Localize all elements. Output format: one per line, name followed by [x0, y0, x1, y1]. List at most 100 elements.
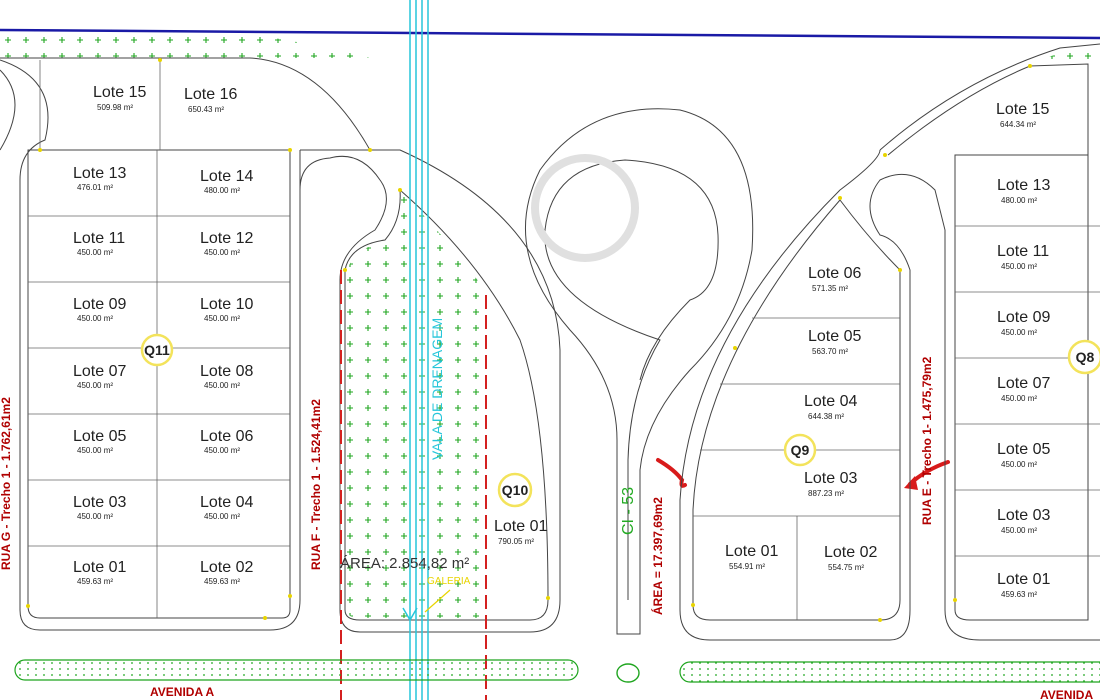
lot-name: Lote 04 [200, 494, 253, 511]
lot-name: Lote 04 [804, 393, 857, 410]
lot-area: 450.00 m² [1001, 460, 1037, 469]
lot-name: Lote 07 [73, 363, 126, 380]
street-label-rua-g: RUA G - Trecho 1 - 1.762,61m2 [0, 397, 13, 570]
lot-area: 650.43 m² [188, 105, 224, 114]
q11-lot-labels: Lote 15 509.98 m² Lote 16 650.43 m² Lote… [73, 84, 253, 586]
lot-name: Lote 01 [997, 571, 1050, 588]
lot-area: 480.00 m² [1001, 196, 1037, 205]
lot-name: Lote 08 [200, 363, 253, 380]
arrow-indicator-left [656, 458, 687, 488]
lot-area: 450.00 m² [204, 446, 240, 455]
lot-name: Lote 01 [494, 518, 547, 535]
lot-name: Lote 11 [997, 243, 1049, 260]
lot-name: Lote 15 [996, 101, 1049, 118]
lot-name: Lote 13 [73, 165, 126, 182]
lot-area: 450.00 m² [204, 314, 240, 323]
quadra-marker-q9: Q9 [783, 433, 817, 467]
gallery-leader [424, 589, 451, 613]
quadra-q11 [0, 57, 371, 631]
lot-area: 450.00 m² [204, 248, 240, 257]
lot-area: 644.34 m² [1000, 120, 1036, 129]
watermark-circle [531, 154, 639, 262]
lot-area: 450.00 m² [77, 512, 113, 521]
svg-text:Q9: Q9 [791, 442, 810, 458]
lot-area: 887.23 m² [808, 489, 844, 498]
lot-area: 476.01 m² [77, 183, 113, 192]
lot-name: Lote 09 [73, 296, 126, 313]
lot-name: Lote 14 [200, 168, 253, 185]
lot-area: 450.00 m² [1001, 394, 1037, 403]
lot-name: Lote 16 [184, 86, 237, 103]
lot-name: Lote 05 [73, 428, 126, 445]
lot-area: 554.91 m² [729, 562, 765, 571]
lot-area: 450.00 m² [204, 381, 240, 390]
lot-name: Lote 15 [93, 84, 146, 101]
lot-area: 554.75 m² [828, 563, 864, 572]
lot-area: 450.00 m² [1001, 262, 1037, 271]
street-label-avenida-right: AVENIDA [1040, 688, 1093, 700]
street-label-rua-e: RUA E - Trecho 1- 1.475,79m2 [920, 356, 934, 525]
lot-name: Lote 10 [200, 296, 253, 313]
lot-area: 790.05 m² [498, 537, 534, 546]
green-area-top [0, 34, 370, 58]
street-label-avenida-a: AVENIDA A [150, 685, 215, 699]
lot-name: Lote 03 [997, 507, 1050, 524]
lot-area: 480.00 m² [204, 186, 240, 195]
lot-name: Lote 05 [808, 328, 861, 345]
center-cul-de-sac [524, 108, 754, 635]
lot-name: Lote 13 [997, 177, 1050, 194]
green-area-top-right [1030, 46, 1100, 64]
street-label-rua-f: RUA F - Trecho 1 - 1.524,41m2 [309, 399, 323, 570]
quadra-marker-q11: Q11 [140, 333, 174, 367]
lot-area: 571.35 m² [812, 284, 848, 293]
vertex-markers [26, 58, 1032, 622]
lot-area: 563.70 m² [812, 347, 848, 356]
svg-text:Q10: Q10 [502, 482, 529, 498]
lot-name: Lote 01 [73, 559, 126, 576]
avenida-median-left [14, 659, 579, 681]
lot-name: Lote 02 [824, 544, 877, 561]
lot-name: Lote 02 [200, 559, 253, 576]
lot-name: Lote 06 [200, 428, 253, 445]
lot-name: Lote 03 [804, 470, 857, 487]
avenida-median-right [679, 661, 1100, 683]
lot-name: Lote 03 [73, 494, 126, 511]
lot-name: Lote 07 [997, 375, 1050, 392]
quadra-q9 [679, 149, 1100, 641]
lot-name: Lote 09 [997, 309, 1050, 326]
lot-area: 450.00 m² [77, 314, 113, 323]
lot-name: Lote 12 [200, 230, 253, 247]
arrow-head-icon [904, 476, 918, 490]
lot-area: 459.63 m² [1001, 590, 1037, 599]
lot-area: 644.38 m² [808, 412, 844, 421]
drainage-channel [402, 0, 429, 700]
svg-text:Q11: Q11 [144, 342, 170, 358]
lot-name: Lote 06 [808, 265, 861, 282]
roundabout-marker [616, 663, 640, 683]
lot-name: Lote 01 [725, 543, 778, 560]
lot-area: 459.63 m² [77, 577, 113, 586]
drainage-label: VALA DE DRENAGEM [429, 318, 445, 460]
quadra-q10 [299, 149, 561, 633]
lot-name: Lote 11 [73, 230, 125, 247]
svg-text:Q8: Q8 [1076, 349, 1095, 365]
lot-area: 450.00 m² [204, 512, 240, 521]
lot-area: 450.00 m² [1001, 526, 1037, 535]
lot-area: 450.00 m² [77, 248, 113, 257]
q8-lot-labels: Lote 15 644.34 m² Lote 13 480.00 m² Lote… [996, 101, 1050, 599]
lot-area: 450.00 m² [77, 446, 113, 455]
ci-label: CI - 53 [620, 487, 637, 535]
quadra-marker-q8: Q8 [1067, 339, 1100, 375]
center-area-label: ÁREA = 17.397,69m2 [650, 497, 665, 615]
quadra-marker-q10: Q10 [497, 472, 533, 508]
quadra-q8 [879, 43, 1100, 621]
lot-area: 450.00 m² [1001, 328, 1037, 337]
lot-area: 459.63 m² [204, 577, 240, 586]
property-boundary-line [0, 28, 1100, 40]
lot-area: 450.00 m² [77, 381, 113, 390]
lot-name: Lote 05 [997, 441, 1050, 458]
lot-area: 509.98 m² [97, 103, 133, 112]
gallery-label: GALERIA [427, 576, 471, 587]
q9-lot-labels: Lote 06 571.35 m² Lote 05 563.70 m² Lote… [725, 265, 877, 572]
